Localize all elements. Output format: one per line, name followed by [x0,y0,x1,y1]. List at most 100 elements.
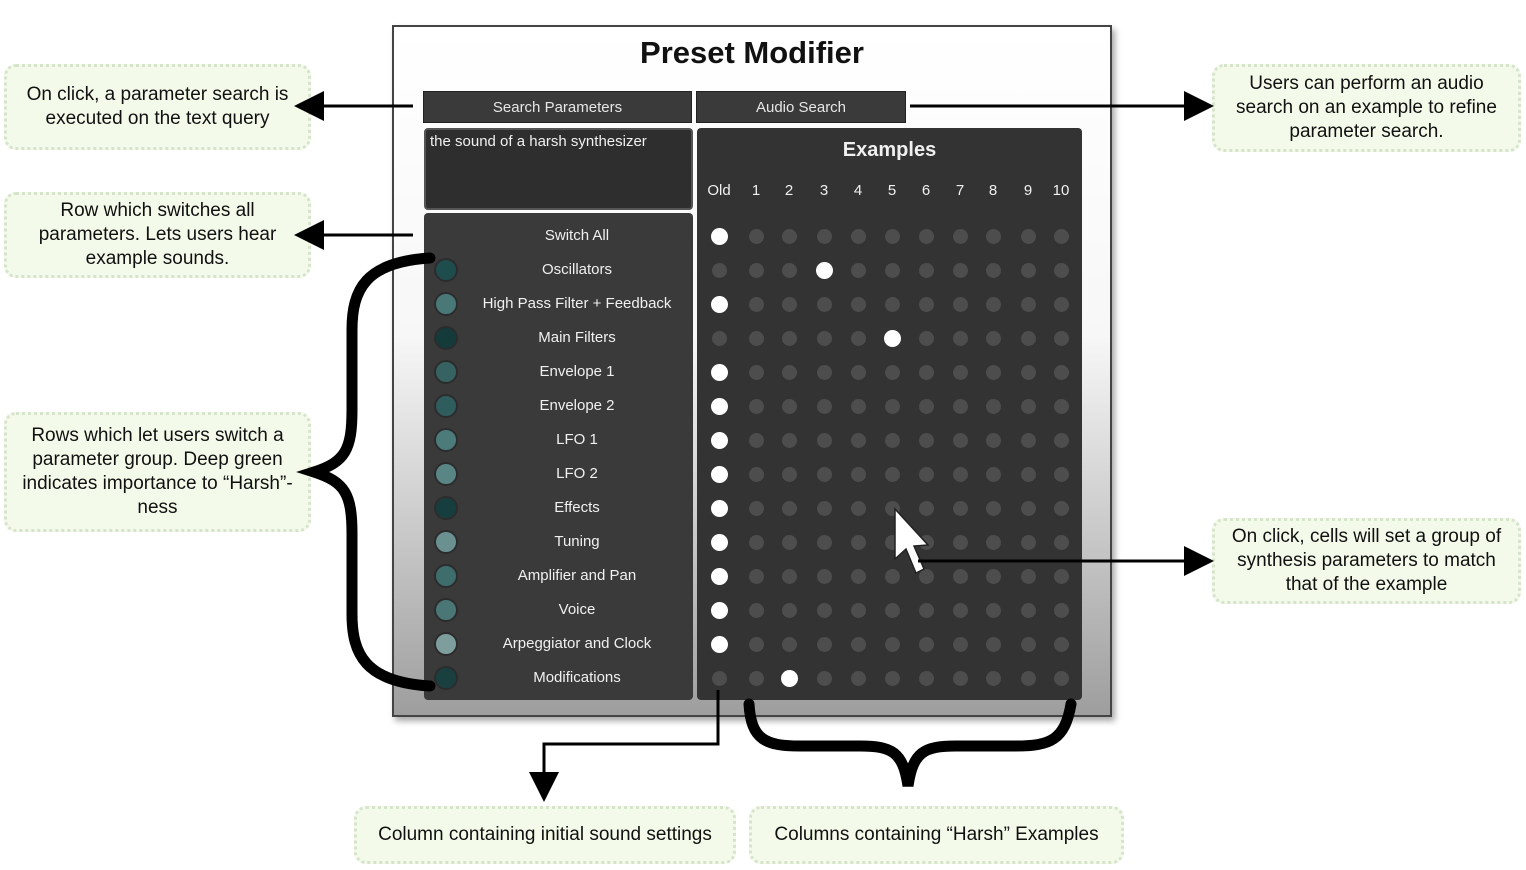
grid-cell-lfo-1-old[interactable] [710,431,728,449]
row-label-tuning[interactable]: Tuning [554,533,600,550]
row-label-envelope-1[interactable]: Envelope 1 [539,363,615,380]
grid-cell-tuning-7[interactable] [952,534,968,550]
grid-cell-high-pass-filter-feedback-10[interactable] [1053,296,1069,312]
grid-cell-amplifier-and-pan-10[interactable] [1053,568,1069,584]
grid-cell-envelope-1-10[interactable] [1053,364,1069,380]
grid-cell-oscillators-3[interactable] [815,261,833,279]
grid-cell-modifications-9[interactable] [1020,670,1036,686]
grid-cell-lfo-1-5[interactable] [884,432,900,448]
grid-cell-envelope-2-7[interactable] [952,398,968,414]
grid-cell-modifications-5[interactable] [884,670,900,686]
grid-cell-amplifier-and-pan-8[interactable] [985,568,1001,584]
grid-cell-oscillators-7[interactable] [952,262,968,278]
grid-cell-tuning-10[interactable] [1053,534,1069,550]
grid-cell-switch-all-old[interactable] [710,227,728,245]
search-parameters-button[interactable]: Search Parameters [423,91,692,123]
importance-indicator-lfo-2[interactable] [434,462,458,486]
grid-cell-lfo-1-2[interactable] [781,432,797,448]
grid-cell-oscillators-2[interactable] [781,262,797,278]
grid-cell-voice-8[interactable] [985,602,1001,618]
grid-cell-envelope-2-4[interactable] [850,398,866,414]
grid-cell-high-pass-filter-feedback-8[interactable] [985,296,1001,312]
query-text-field[interactable]: the sound of a harsh synthesizer [424,128,693,210]
grid-cell-oscillators-10[interactable] [1053,262,1069,278]
grid-cell-switch-all-6[interactable] [918,228,934,244]
grid-cell-oscillators-old[interactable] [711,262,727,278]
grid-cell-switch-all-2[interactable] [781,228,797,244]
grid-cell-lfo-2-10[interactable] [1053,466,1069,482]
row-label-oscillators[interactable]: Oscillators [541,261,612,278]
grid-cell-modifications-6[interactable] [918,670,934,686]
grid-cell-amplifier-and-pan-7[interactable] [952,568,968,584]
grid-cell-modifications-4[interactable] [850,670,866,686]
grid-cell-envelope-2-2[interactable] [781,398,797,414]
grid-cell-oscillators-1[interactable] [748,262,764,278]
grid-cell-high-pass-filter-feedback-old[interactable] [710,295,728,313]
grid-cell-high-pass-filter-feedback-9[interactable] [1020,296,1036,312]
grid-cell-main-filters-6[interactable] [918,330,934,346]
grid-cell-effects-7[interactable] [952,500,968,516]
importance-indicator-arpeggiator-and-clock[interactable] [434,632,458,656]
grid-cell-arpeggiator-and-clock-9[interactable] [1020,636,1036,652]
grid-cell-high-pass-filter-feedback-5[interactable] [884,296,900,312]
grid-cell-lfo-2-7[interactable] [952,466,968,482]
grid-cell-envelope-1-1[interactable] [748,364,764,380]
grid-cell-oscillators-9[interactable] [1020,262,1036,278]
importance-indicator-envelope-1[interactable] [434,360,458,384]
grid-cell-high-pass-filter-feedback-6[interactable] [918,296,934,312]
row-label-lfo-1[interactable]: LFO 1 [556,431,598,448]
grid-cell-modifications-old[interactable] [711,670,727,686]
grid-cell-lfo-2-old[interactable] [710,465,728,483]
grid-cell-amplifier-and-pan-6[interactable] [918,568,934,584]
grid-cell-voice-3[interactable] [816,602,832,618]
grid-cell-arpeggiator-and-clock-7[interactable] [952,636,968,652]
grid-cell-modifications-1[interactable] [748,670,764,686]
grid-cell-main-filters-1[interactable] [748,330,764,346]
grid-cell-arpeggiator-and-clock-10[interactable] [1053,636,1069,652]
grid-cell-oscillators-6[interactable] [918,262,934,278]
grid-cell-tuning-8[interactable] [985,534,1001,550]
grid-cell-lfo-2-4[interactable] [850,466,866,482]
grid-cell-amplifier-and-pan-5[interactable] [884,568,900,584]
grid-cell-amplifier-and-pan-1[interactable] [748,568,764,584]
grid-cell-envelope-2-5[interactable] [884,398,900,414]
row-label-amplifier-and-pan[interactable]: Amplifier and Pan [517,567,637,584]
row-label-high-pass-filter-feedback[interactable]: High Pass Filter + Feedback [482,295,672,312]
grid-cell-effects-3[interactable] [816,500,832,516]
grid-cell-high-pass-filter-feedback-3[interactable] [816,296,832,312]
grid-cell-oscillators-4[interactable] [850,262,866,278]
grid-cell-voice-2[interactable] [781,602,797,618]
grid-cell-lfo-1-10[interactable] [1053,432,1069,448]
grid-cell-amplifier-and-pan-2[interactable] [781,568,797,584]
grid-cell-lfo-1-7[interactable] [952,432,968,448]
grid-cell-modifications-8[interactable] [985,670,1001,686]
grid-cell-envelope-2-old[interactable] [710,397,728,415]
grid-cell-tuning-2[interactable] [781,534,797,550]
row-label-envelope-2[interactable]: Envelope 2 [539,397,615,414]
importance-indicator-amplifier-and-pan[interactable] [434,564,458,588]
grid-cell-main-filters-10[interactable] [1053,330,1069,346]
grid-cell-envelope-1-7[interactable] [952,364,968,380]
grid-cell-main-filters-old[interactable] [711,330,727,346]
row-label-modifications[interactable]: Modifications [533,669,621,686]
importance-indicator-effects[interactable] [434,496,458,520]
grid-cell-arpeggiator-and-clock-4[interactable] [850,636,866,652]
grid-cell-arpeggiator-and-clock-6[interactable] [918,636,934,652]
grid-cell-main-filters-2[interactable] [781,330,797,346]
grid-cell-lfo-2-1[interactable] [748,466,764,482]
grid-cell-lfo-1-4[interactable] [850,432,866,448]
grid-cell-switch-all-7[interactable] [952,228,968,244]
grid-cell-arpeggiator-and-clock-2[interactable] [781,636,797,652]
grid-cell-voice-5[interactable] [884,602,900,618]
grid-cell-lfo-1-3[interactable] [816,432,832,448]
grid-cell-effects-2[interactable] [781,500,797,516]
grid-cell-modifications-7[interactable] [952,670,968,686]
grid-cell-envelope-1-4[interactable] [850,364,866,380]
grid-cell-lfo-1-8[interactable] [985,432,1001,448]
row-label-main-filters[interactable]: Main Filters [538,329,616,346]
grid-cell-main-filters-7[interactable] [952,330,968,346]
grid-cell-arpeggiator-and-clock-old[interactable] [710,635,728,653]
grid-cell-switch-all-8[interactable] [985,228,1001,244]
grid-cell-switch-all-3[interactable] [816,228,832,244]
importance-indicator-oscillators[interactable] [434,258,458,282]
